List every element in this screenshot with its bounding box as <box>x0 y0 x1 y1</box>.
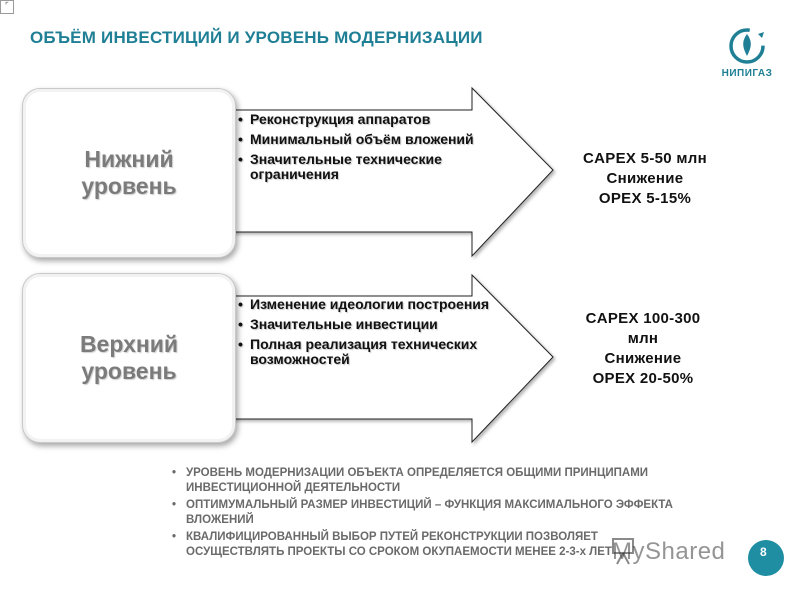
list-item: Полная реализация технических возможност… <box>236 337 506 367</box>
metric-line: OPEX 5-15% <box>598 190 692 207</box>
high-level-label: Верхний уровень <box>79 331 179 384</box>
watermark: MyShared <box>612 538 726 565</box>
high-level-box: Верхний уровень <box>22 273 236 443</box>
list-item: УРОВЕНЬ МОДЕРНИЗАЦИИ ОБЪЕКТА ОПРЕДЕЛЯЕТС… <box>170 466 690 496</box>
slide-title: ОБЪЁМ ИНВЕСТИЦИЙ И УРОВЕНЬ МОДЕРНИЗАЦИИ <box>30 28 483 47</box>
low-level-label: Нижний уровень <box>81 146 177 199</box>
window-corner-icon: ⌜ <box>0 0 14 14</box>
metric-line: OPEX 20-50% <box>592 370 694 387</box>
list-item: Изменение идеологии построения <box>236 297 506 313</box>
metric-line: CAPEX 100-300 <box>585 310 701 327</box>
list-item: Значительные инвестиции <box>236 317 506 333</box>
page-number: 8 <box>760 545 767 559</box>
metric-line: млн <box>627 330 659 347</box>
list-item: Реконструкция аппаратов <box>236 112 506 128</box>
low-level-metric: CAPEX 5-50 млн Снижение OPEX 5-15% <box>550 149 740 209</box>
logo-text: НИПИГАЗ <box>721 68 773 79</box>
high-level-bullets: Изменение идеологии построения Значитель… <box>236 297 506 372</box>
page-number-badge <box>748 540 784 576</box>
low-level-box: Нижний уровень <box>22 88 236 258</box>
company-logo: НИПИГАЗ <box>712 26 782 82</box>
list-item: КВАЛИФИЦИРОВАННЫЙ ВЫБОР ПУТЕЙ РЕКОНСТРУК… <box>170 530 690 560</box>
list-item: Минимальный объём вложений <box>236 132 506 148</box>
metric-line: Снижение <box>606 170 684 187</box>
summary-notes: УРОВЕНЬ МОДЕРНИЗАЦИИ ОБЪЕКТА ОПРЕДЕЛЯЕТС… <box>170 466 690 562</box>
metric-line: CAPEX 5-50 млн <box>583 150 707 167</box>
list-item: Значительные технические ограничения <box>236 152 506 182</box>
presentation-icon <box>612 538 634 565</box>
metric-line: Снижение <box>604 350 682 367</box>
high-level-metric: CAPEX 100-300 млн Снижение OPEX 20-50% <box>548 309 738 389</box>
nipigaz-logo-icon <box>729 28 765 64</box>
list-item: ОПТИМУМАЛЬНЫЙ РАЗМЕР ИНВЕСТИЦИЙ – ФУНКЦИ… <box>170 498 690 528</box>
low-level-bullets: Реконструкция аппаратов Минимальный объё… <box>236 112 506 187</box>
